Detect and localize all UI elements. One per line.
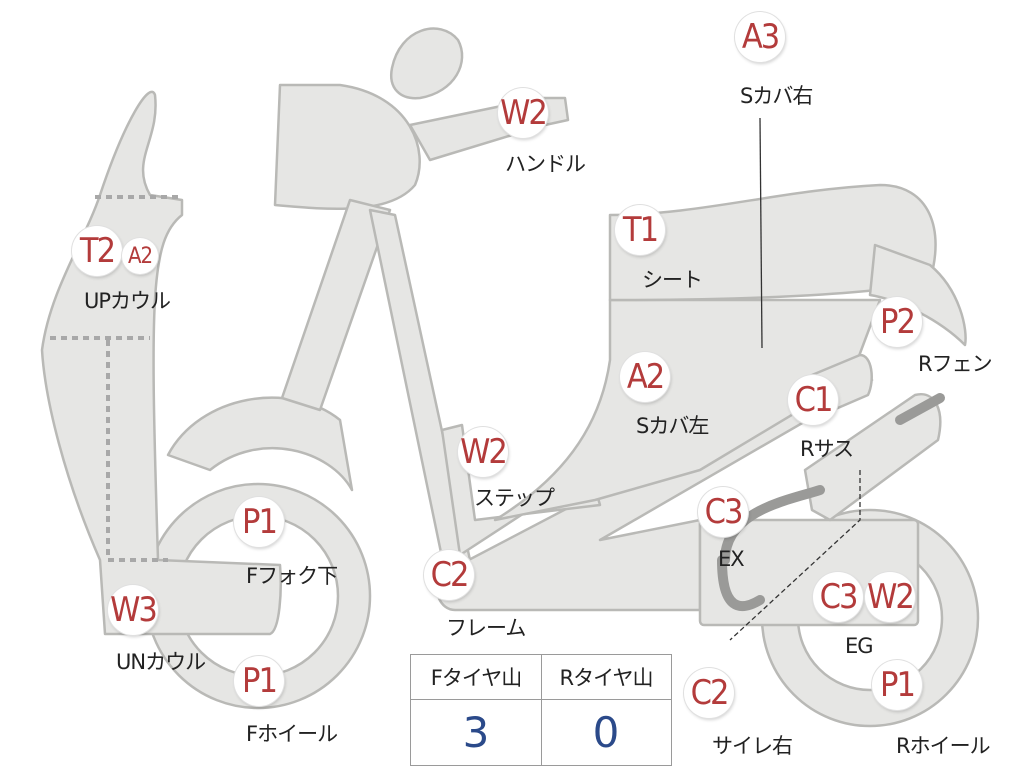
label-s-cover-left: Sカバ左 <box>636 414 709 438</box>
code-badge-p1-fwheel: P1 <box>234 656 284 706</box>
label-eg: EG <box>845 634 874 658</box>
code-badge-a2: A2 <box>620 352 670 402</box>
label-handle: ハンドル <box>505 152 586 176</box>
leader-line-r-sus <box>729 470 861 641</box>
code-badge-c3-ex: C3 <box>698 487 748 537</box>
exhaust-pipe <box>720 485 825 565</box>
label-step: ステップ <box>474 486 555 510</box>
code-badge-w2-eg: W2 <box>865 572 915 622</box>
label-front-fork-lower: Fフォク下 <box>246 564 338 588</box>
code-badge-a2-small: A2 <box>122 238 158 274</box>
label-frame: フレーム <box>446 616 526 640</box>
windshield <box>389 27 464 100</box>
value-front-tire: 3 <box>462 707 490 757</box>
code-badge-w2-handle: W2 <box>498 88 548 138</box>
code-badge-t2: T2 <box>72 226 122 276</box>
label-r-fender: Rフェン <box>918 352 993 376</box>
label-s-cover-right: Sカバ右 <box>740 84 813 108</box>
front-fender <box>166 396 354 492</box>
code-badge-p1-fork: P1 <box>234 497 284 547</box>
code-badge-w2-step: W2 <box>458 427 508 477</box>
table-divider-vertical <box>541 655 542 765</box>
steering-column <box>280 198 392 412</box>
label-un-cowl: UNカウル <box>116 650 206 674</box>
label-muffler-right: サイレ右 <box>712 734 793 758</box>
code-badge-c2-frame: C2 <box>424 550 474 600</box>
label-rear-wheel: Rホイール <box>896 734 991 758</box>
code-badge-t1: T1 <box>615 205 665 255</box>
value-rear-tire: 0 <box>592 707 620 757</box>
exhaust-rear <box>895 393 945 425</box>
head-unit <box>273 83 421 211</box>
tire-tread-table: Fタイヤ山 Rタイヤ山 3 0 <box>410 654 672 766</box>
leader-line-s-cover-right <box>759 117 763 349</box>
muffler <box>803 392 942 522</box>
side-cover <box>493 298 882 522</box>
code-badge-a3: A3 <box>735 12 785 62</box>
code-badge-c1: C1 <box>788 375 838 425</box>
seat <box>608 183 937 302</box>
code-badge-w3: W3 <box>108 585 158 635</box>
code-badge-c3-eg: C3 <box>813 572 863 622</box>
label-front-wheel: Fホイール <box>246 722 338 746</box>
label-seat: シート <box>642 268 703 292</box>
code-badge-c2-muffler: C2 <box>684 668 734 718</box>
code-badge-p1-rwheel: P1 <box>872 660 922 710</box>
header-rear-tire: Rタイヤ山 <box>559 666 654 690</box>
label-r-sus: Rサス <box>800 437 854 461</box>
header-front-tire: Fタイヤ山 <box>430 666 522 690</box>
label-up-cowl: UPカウル <box>84 289 171 313</box>
label-ex: EX <box>718 547 745 571</box>
exhaust-tail <box>717 555 765 612</box>
code-badge-p2: P2 <box>872 297 922 347</box>
